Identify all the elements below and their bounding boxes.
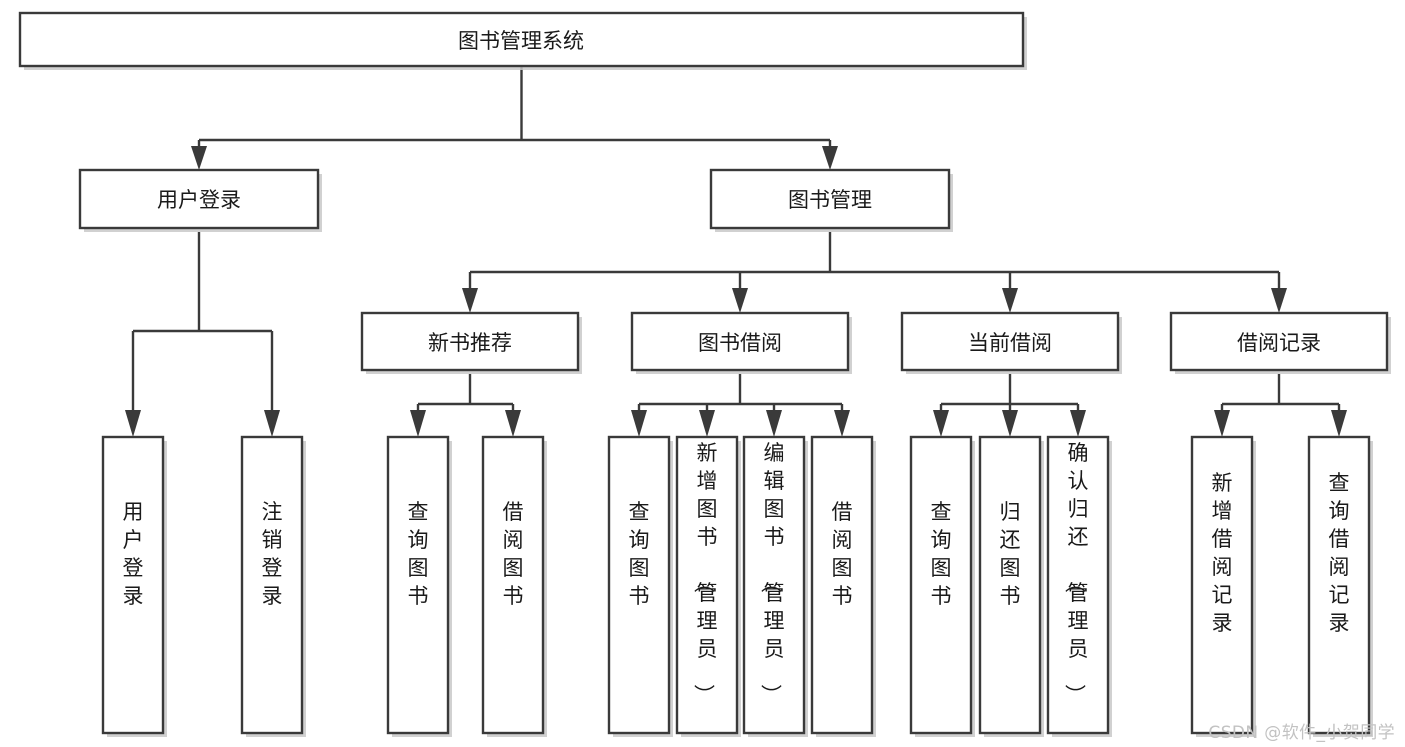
arrow-newbook-leaf-1: [410, 410, 426, 437]
node-new-book-recommend[interactable]: 新书推荐: [360, 311, 582, 374]
node-leaf-borrow-book-1-box[interactable]: [481, 435, 545, 735]
node-new-book-recommend-label: 新书推荐: [428, 331, 512, 355]
arrow-bookborrow-leaf-4: [834, 410, 850, 437]
arrow-bookborrow-leaf-3: [766, 410, 782, 437]
node-book-borrow-box[interactable]: [630, 311, 850, 372]
node-user-login-label: 用户登录: [157, 188, 241, 212]
arrow-bookmanage-l3-1: [462, 288, 478, 313]
node-leaf-borrow-book-1[interactable]: 借阅图书: [481, 435, 547, 737]
node-current-borrow-box[interactable]: [900, 311, 1120, 372]
node-leaf-return-book-label: 归还图书: [1000, 500, 1021, 608]
node-current-borrow[interactable]: 当前借阅: [900, 311, 1122, 374]
node-leaf-query-book-1[interactable]: 查询图书: [386, 435, 452, 737]
node-borrow-record-box[interactable]: [1169, 311, 1389, 372]
arrow-currentborrow-leaf-1: [933, 410, 949, 437]
node-leaf-user-login-box[interactable]: [101, 435, 165, 735]
arrow-borrowrecord-leaf-2: [1331, 410, 1347, 437]
arrow-newbook-leaf-2: [505, 410, 521, 437]
node-current-borrow-label: 当前借阅: [968, 331, 1052, 355]
node-leaf-logout[interactable]: 注销登录: [240, 435, 306, 737]
node-book-manage[interactable]: 图书管理: [709, 168, 953, 232]
node-leaf-query-book-3-box[interactable]: [909, 435, 973, 735]
arrow-bookborrow-leaf-2: [699, 410, 715, 437]
arrow-root-to-book-manage: [822, 146, 838, 170]
arrow-bookmanage-l3-3: [1002, 288, 1018, 313]
node-book-manage-label: 图书管理: [788, 188, 872, 212]
node-leaf-borrow-book-2-label: 借阅图书: [832, 500, 853, 608]
node-root[interactable]: 图书管理系统: [18, 11, 1027, 70]
node-leaf-query-record[interactable]: 查询借阅记录: [1307, 435, 1373, 737]
node-user-login-box[interactable]: [78, 168, 320, 230]
node-leaf-add-record-box[interactable]: [1190, 435, 1254, 735]
node-leaf-logout-label: 注销登录: [262, 500, 283, 608]
node-leaf-query-book-1-box[interactable]: [386, 435, 450, 735]
node-root-box[interactable]: [18, 11, 1025, 68]
node-book-borrow-label: 图书借阅: [698, 331, 782, 355]
node-leaf-confirm-return-label: 确认归还（管理员）: [1063, 441, 1089, 705]
node-leaf-query-record-label: 查询借阅记录: [1329, 471, 1350, 635]
node-leaf-query-book-3-label: 查询图书: [931, 500, 952, 608]
node-book-manage-box[interactable]: [709, 168, 951, 230]
node-leaf-user-login-label: 用户登录: [123, 500, 144, 608]
arrow-bookborrow-leaf-1: [631, 410, 647, 437]
node-leaf-confirm-return-box[interactable]: [1046, 435, 1110, 735]
arrow-userlogin-leaf-2: [264, 410, 280, 437]
arrow-currentborrow-leaf-3: [1070, 410, 1086, 437]
node-leaf-add-record[interactable]: 新增借阅记录: [1190, 435, 1256, 737]
node-leaf-user-login[interactable]: 用户登录: [101, 435, 167, 737]
node-leaf-query-record-box[interactable]: [1307, 435, 1371, 735]
node-leaf-return-book-box[interactable]: [978, 435, 1042, 735]
arrow-userlogin-leaf-1: [125, 410, 141, 437]
node-leaf-return-book[interactable]: 归还图书: [978, 435, 1044, 737]
node-leaf-add-book[interactable]: 新增图书（管理员）: [675, 435, 741, 737]
node-leaf-add-record-label: 新增借阅记录: [1212, 471, 1233, 635]
arrow-bookmanage-l3-2: [732, 288, 748, 313]
connector-group: [125, 66, 1347, 437]
node-book-borrow[interactable]: 图书借阅: [630, 311, 852, 374]
node-leaf-query-book-2[interactable]: 查询图书: [607, 435, 673, 737]
arrow-root-to-user-login: [191, 146, 207, 170]
node-leaf-query-book-2-box[interactable]: [607, 435, 671, 735]
node-leaf-borrow-book-2[interactable]: 借阅图书: [810, 435, 876, 737]
node-leaf-edit-book-label: 编辑图书（管理员）: [759, 441, 785, 705]
arrow-bookmanage-l3-4: [1271, 288, 1287, 313]
node-new-book-recommend-box[interactable]: [360, 311, 580, 372]
node-borrow-record-label: 借阅记录: [1237, 331, 1321, 355]
node-leaf-add-book-label: 新增图书（管理员）: [692, 441, 718, 705]
node-leaf-edit-book-box[interactable]: [742, 435, 806, 735]
node-leaf-query-book-2-label: 查询图书: [629, 500, 650, 608]
arrow-currentborrow-leaf-2: [1002, 410, 1018, 437]
node-leaf-edit-book[interactable]: 编辑图书（管理员）: [742, 435, 808, 737]
node-leaf-add-book-box[interactable]: [675, 435, 739, 735]
node-root-label: 图书管理系统: [458, 29, 584, 53]
node-leaf-query-book-1-label: 查询图书: [408, 500, 429, 608]
node-borrow-record[interactable]: 借阅记录: [1169, 311, 1391, 374]
node-leaf-borrow-book-1-label: 借阅图书: [503, 500, 524, 608]
arrow-borrowrecord-leaf-1: [1214, 410, 1230, 437]
node-leaf-logout-box[interactable]: [240, 435, 304, 735]
node-leaf-borrow-book-2-box[interactable]: [810, 435, 874, 735]
node-user-login[interactable]: 用户登录: [78, 168, 322, 232]
node-leaf-confirm-return[interactable]: 确认归还（管理员）: [1046, 435, 1112, 737]
node-leaf-query-book-3[interactable]: 查询图书: [909, 435, 975, 737]
